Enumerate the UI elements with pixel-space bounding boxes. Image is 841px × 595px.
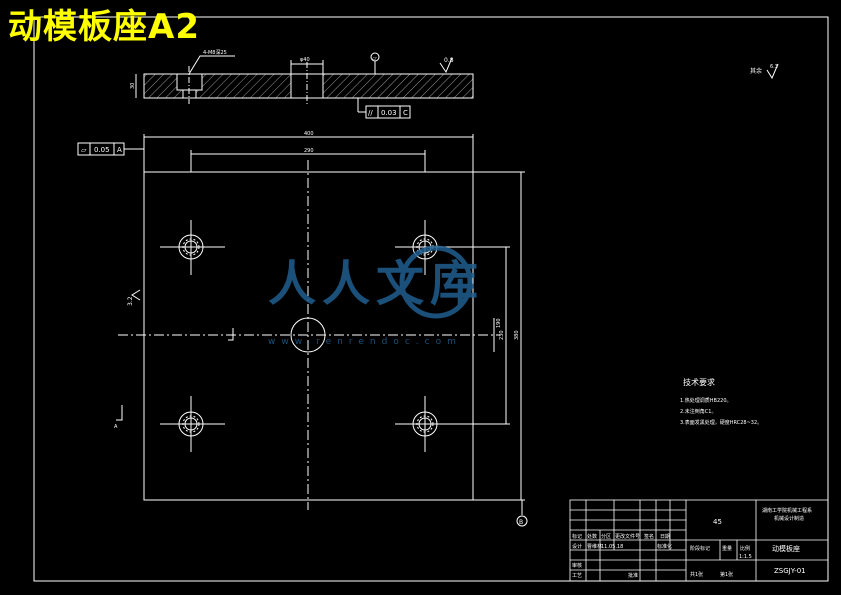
flatness-datum: A <box>117 146 122 154</box>
drawing-title: 动模板座A2 <box>8 7 200 47</box>
parallelism-frame <box>365 105 411 119</box>
bore-dimension: φ40 <box>300 57 310 63</box>
approve-label: 批准 <box>628 572 638 579</box>
datum-circle-label: ▱ <box>372 55 377 62</box>
counterbore-note: 4-M8深25 <box>203 49 227 56</box>
tech-req-title: 技术要求 <box>683 377 715 387</box>
datum-b-label: B <box>519 519 523 526</box>
section-hatch-left <box>143 73 292 99</box>
mounting-hole-br <box>395 396 458 452</box>
surface-finish-left: 3.2 <box>127 296 134 306</box>
section-arrow <box>116 405 123 421</box>
process-label: 工艺 <box>572 573 582 579</box>
hole-spacing-y: 230 <box>499 330 505 340</box>
designer-label: 设计 <box>572 543 582 550</box>
watermark-circle <box>399 245 473 319</box>
surface-finish-icon <box>131 289 141 301</box>
datum-b-circle <box>516 515 528 527</box>
review-label: 审核 <box>572 562 582 569</box>
scale-value: 1:1.5 <box>739 554 752 560</box>
center-bore <box>290 317 326 353</box>
school-line1: 湖南工学院机械工程系 <box>762 507 812 514</box>
section-arrow <box>228 328 234 341</box>
inner-dimension: 190 <box>496 318 502 328</box>
school-line2: 机械设计制造 <box>774 515 804 522</box>
section-view: 4-M8深25 φ40 30 ▱ 0.8 // 0.03 C <box>130 49 474 119</box>
drawing-border <box>33 16 829 582</box>
watermark-url: www.renrendoc.com <box>268 337 462 347</box>
stage-label: 阶段标记 <box>690 545 710 552</box>
width-dimension: 400 <box>304 131 314 137</box>
tech-req-item: 1.热处理调质HB220。 <box>680 397 732 404</box>
flatness-tolerance: 0.05 <box>94 146 110 154</box>
material: 45 <box>713 518 722 526</box>
section-letter: A <box>114 424 118 430</box>
technical-requirements: 技术要求 1.热处理调质HB220。 2.未注倒角C1。 3.表面发黑处理，硬度… <box>680 377 762 426</box>
finish-rest-value: 6.3 <box>770 64 778 70</box>
finish-rest-label: 其余 <box>750 67 762 75</box>
weight-label: 重量 <box>722 545 732 552</box>
header-zone: 分区 <box>601 533 611 540</box>
hole-spacing-x: 290 <box>304 148 314 154</box>
sheet-number: 第1张 <box>720 571 733 578</box>
drawing-number: ZSGJY-01 <box>774 567 806 575</box>
design-date: 11.05.18 <box>601 544 623 550</box>
leader-line <box>188 55 235 75</box>
header-sign: 签名 <box>644 533 654 540</box>
plan-view: 400 290 ⏥ 0.05 A <box>77 131 528 527</box>
scale-label: 比例 <box>740 545 750 552</box>
header-mark: 标记 <box>572 533 582 540</box>
thickness-dimension: 30 <box>130 83 136 89</box>
section-hatch-right <box>322 73 474 99</box>
mounting-hole-bl <box>160 396 225 452</box>
tech-req-item: 3.表面发黑处理，硬度HRC28~32。 <box>680 419 762 426</box>
designer-name: 曹维林 <box>587 543 602 550</box>
header-change: 更改文件号 <box>615 533 640 540</box>
header-date: 日期 <box>660 534 670 540</box>
watermark: 人人文库 www.renrendoc.com <box>268 245 484 347</box>
mounting-hole-tl <box>160 220 225 275</box>
flatness-symbol: ⏥ <box>81 146 87 154</box>
height-dimension: 380 <box>514 330 520 340</box>
parallelism-tolerance: 0.03 <box>381 109 397 117</box>
parallelism-symbol: // <box>368 109 373 117</box>
surface-finish-icon <box>766 63 779 80</box>
surface-finish-value: 0.8 <box>444 57 454 64</box>
standardize-label: 标准化 <box>657 543 672 550</box>
header-count: 处数 <box>587 533 597 540</box>
watermark-main: 人人文库 <box>268 256 484 312</box>
title-block-text: 45 湖南工学院机械工程系 机械设计制造 动模板座 ZSGJY-01 标记 处数… <box>572 507 812 579</box>
title-block <box>569 499 829 582</box>
plate-outline <box>143 171 474 501</box>
part-name: 动模板座 <box>772 544 800 553</box>
tech-req-item: 2.未注倒角C1。 <box>680 408 716 415</box>
parallelism-datum: C <box>403 109 408 117</box>
surface-finish-icon <box>439 57 453 74</box>
sheet-total: 共1张 <box>690 571 703 578</box>
